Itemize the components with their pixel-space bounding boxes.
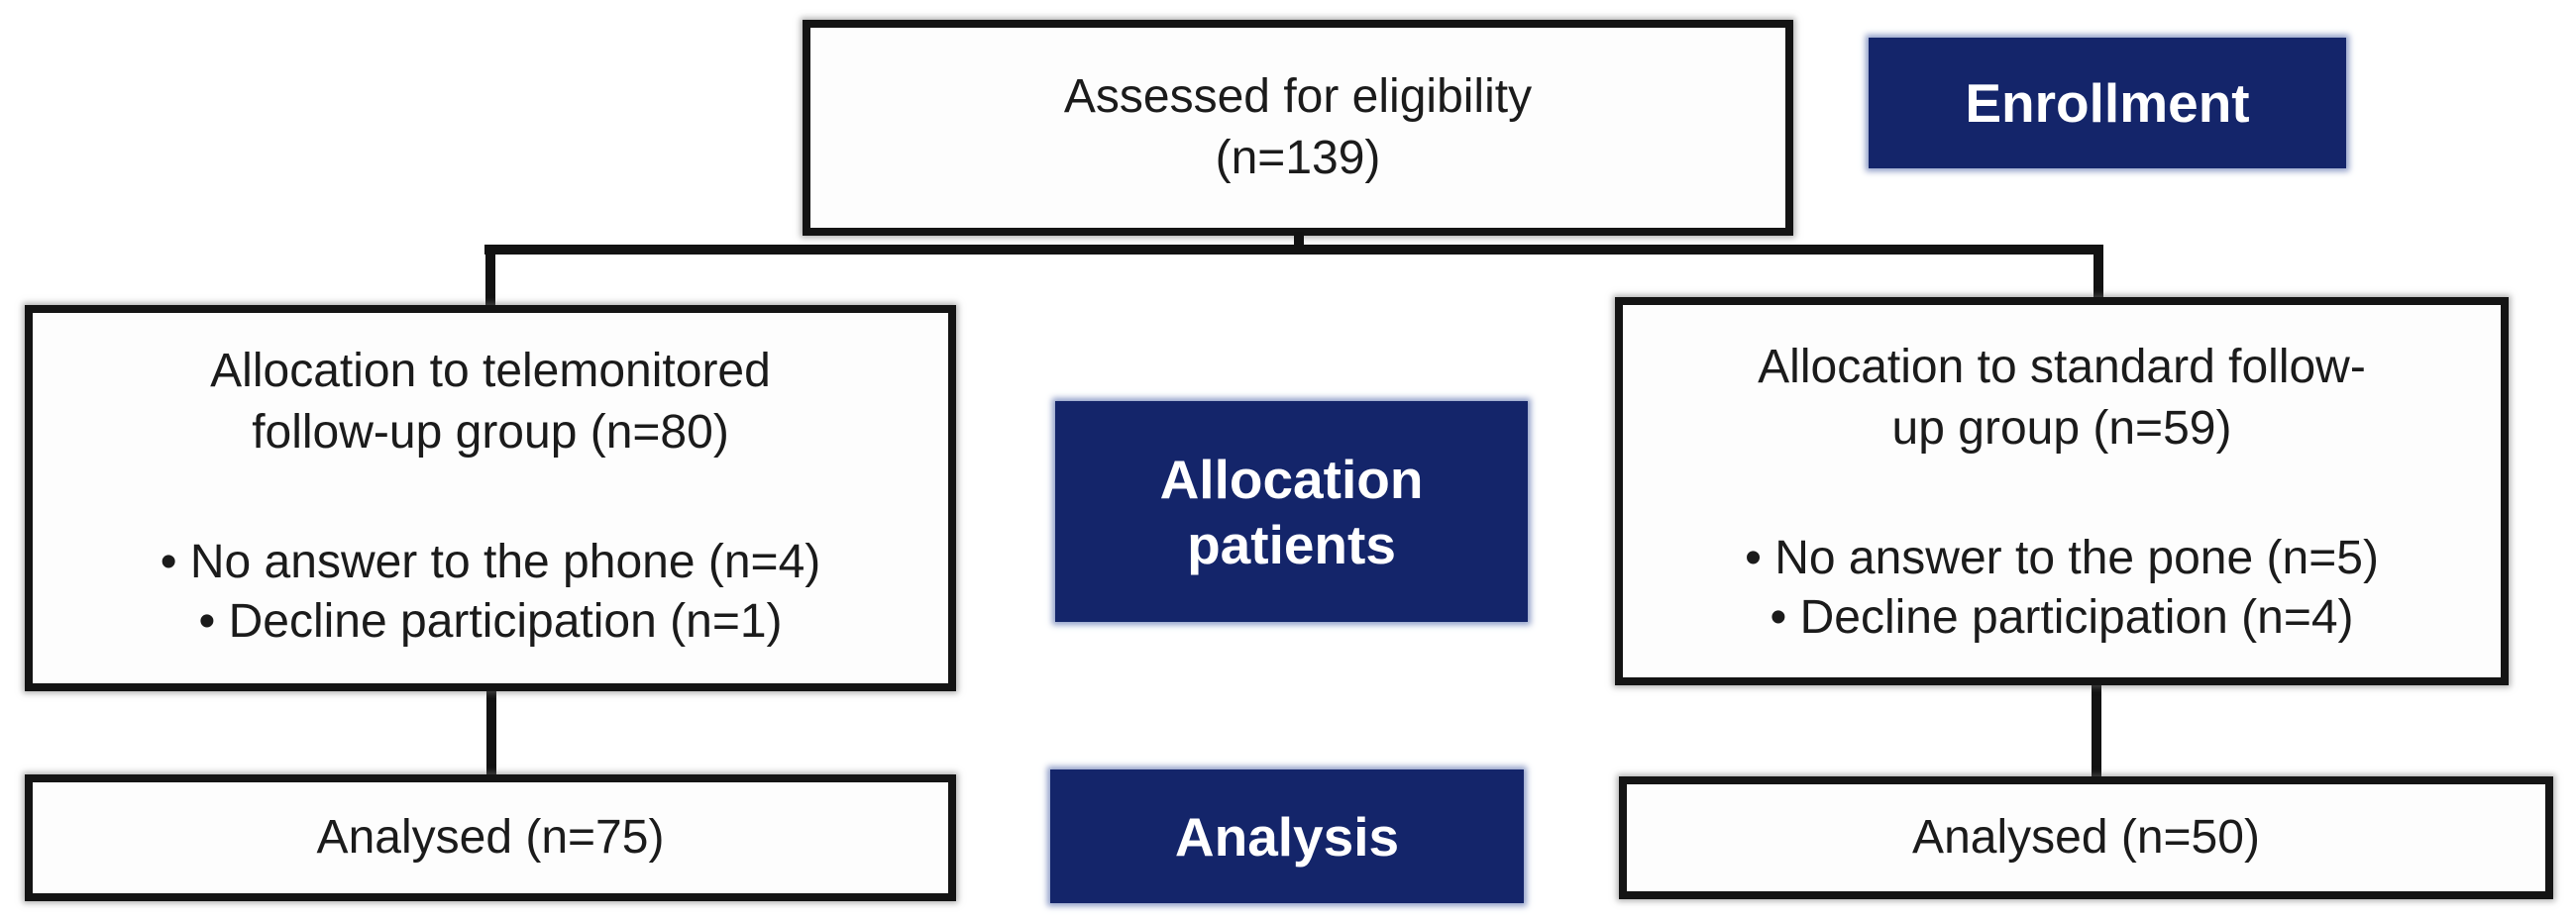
standard-allocation-title-line1: Allocation to standard follow- <box>1758 341 2366 393</box>
standard-bullet-no-answer: • No answer to the pone (n=5) <box>1745 532 2379 584</box>
telemonitored-bullet-decline: • Decline participation (n=1) <box>198 595 783 648</box>
telemonitored-bullet-no-answer: • No answer to the phone (n=4) <box>160 536 821 588</box>
assessed-eligibility-line1: Assessed for eligibility <box>1063 70 1533 123</box>
standard-allocation-bullets: • No answer to the pone (n=5) • Decline … <box>1745 529 2379 648</box>
connector-left-drop <box>485 251 495 308</box>
telemonitored-analysed-label: Analysed (n=75) <box>316 811 665 864</box>
connector-top-stub <box>1294 232 1304 248</box>
allocation-stage-label: Allocation patients <box>1055 401 1528 622</box>
standard-analysed-box: Analysed (n=50) <box>1619 776 2553 899</box>
telemonitored-allocation-title-line1: Allocation to telemonitored <box>210 345 771 397</box>
assessed-eligibility-box: Assessed for eligibility (n=139) <box>803 20 1793 236</box>
telemonitored-allocation-bullets: • No answer to the phone (n=4) • Decline… <box>161 533 821 652</box>
standard-bullet-decline: • Decline participation (n=4) <box>1770 591 2354 644</box>
standard-allocation-box: Allocation to standard follow- up group … <box>1615 297 2509 685</box>
connector-right-to-analysis <box>2092 681 2101 780</box>
assessed-eligibility-count: (n=139) <box>1215 132 1381 184</box>
telemonitored-allocation-title-line2: follow-up group (n=80) <box>252 406 729 459</box>
telemonitored-analysed-box: Analysed (n=75) <box>25 774 956 901</box>
enrollment-stage-label: Enrollment <box>1869 38 2346 168</box>
connector-left-to-analysis <box>486 687 496 778</box>
connector-right-drop <box>2093 251 2103 300</box>
connector-horizontal-bar <box>484 245 2103 255</box>
standard-allocation-title-line2: up group (n=59) <box>1891 402 2232 455</box>
telemonitored-allocation-box: Allocation to telemonitored follow-up gr… <box>25 305 956 691</box>
standard-analysed-label: Analysed (n=50) <box>1912 811 2260 864</box>
analysis-stage-label: Analysis <box>1050 769 1524 903</box>
